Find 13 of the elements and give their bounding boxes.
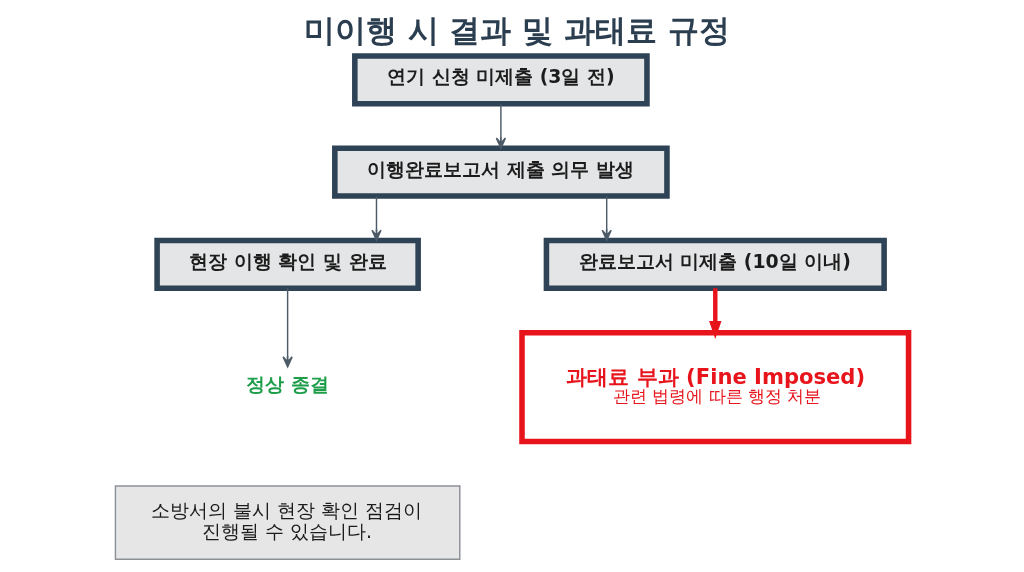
node-box: 과태료 부과 (Fine Imposed) 관련 법령에 따른 행정 처분 [519, 329, 912, 445]
arrow [601, 195, 612, 241]
arrow [495, 103, 507, 149]
node-box: 연기 신청 미제출 (3일 전) [352, 53, 650, 107]
node-box: 이행완료보고서 제출 의무 발생 [332, 145, 670, 199]
arrow [371, 195, 382, 241]
node-text: 정상 종결 [245, 372, 329, 395]
diagram-title: 미이행 시 결과 및 과태료 규정 [303, 11, 730, 48]
node-box: 완료보고서 미제출 (10일 이내) [543, 237, 887, 291]
arrow [709, 288, 722, 339]
node-box: 소방서의 불시 현장 확인 점검이 진행될 수 있습니다. [114, 485, 461, 560]
arrow [282, 287, 293, 368]
node-box: 현장 이행 확인 및 완료 [154, 237, 421, 291]
